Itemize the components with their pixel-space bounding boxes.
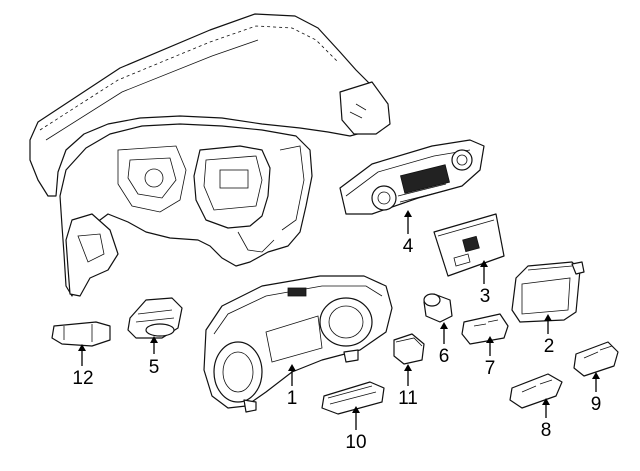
callout-12: 12 bbox=[72, 368, 93, 389]
callout-8: 8 bbox=[541, 420, 552, 441]
part-5-headlamp-switch bbox=[127, 297, 183, 339]
callout-9: 9 bbox=[591, 394, 602, 415]
arrow-6 bbox=[440, 322, 448, 329]
callout-7: 7 bbox=[485, 358, 496, 379]
part-6-switch bbox=[423, 293, 453, 323]
part-8-switch bbox=[509, 373, 563, 409]
callout-3: 3 bbox=[480, 286, 491, 307]
arrow-3 bbox=[480, 260, 488, 267]
arrow-12 bbox=[78, 344, 86, 351]
leader-lines bbox=[78, 210, 600, 430]
part-4-climate-control bbox=[339, 139, 485, 215]
arrow-4 bbox=[404, 210, 412, 217]
callout-4: 4 bbox=[403, 236, 414, 257]
callout-10: 10 bbox=[345, 432, 366, 453]
part-3-module bbox=[433, 213, 505, 277]
part-12-bracket bbox=[51, 321, 111, 347]
callout-labels: 1 2 3 4 5 6 7 8 9 10 11 12 bbox=[72, 236, 601, 453]
callout-6: 6 bbox=[439, 346, 450, 367]
part-9-switch bbox=[573, 341, 619, 377]
arrow-11 bbox=[404, 364, 412, 371]
arrow-5 bbox=[150, 336, 158, 343]
arrow-9 bbox=[592, 372, 600, 379]
callout-2: 2 bbox=[544, 336, 555, 357]
part-11-button bbox=[393, 333, 425, 365]
callout-1: 1 bbox=[287, 388, 298, 409]
part-2-display bbox=[511, 261, 585, 323]
part-1-instrument-cluster bbox=[203, 275, 393, 413]
arrow-8 bbox=[542, 398, 550, 405]
arrow-7 bbox=[486, 336, 494, 343]
arrow-2 bbox=[544, 314, 552, 321]
part-7-switch bbox=[461, 313, 509, 345]
callout-11: 11 bbox=[398, 388, 418, 409]
arrow-1 bbox=[288, 364, 296, 371]
part-10-pad bbox=[321, 381, 385, 415]
arrow-10 bbox=[352, 406, 360, 413]
instrument-panel-drawing bbox=[29, 13, 391, 297]
callout-5: 5 bbox=[149, 357, 160, 378]
